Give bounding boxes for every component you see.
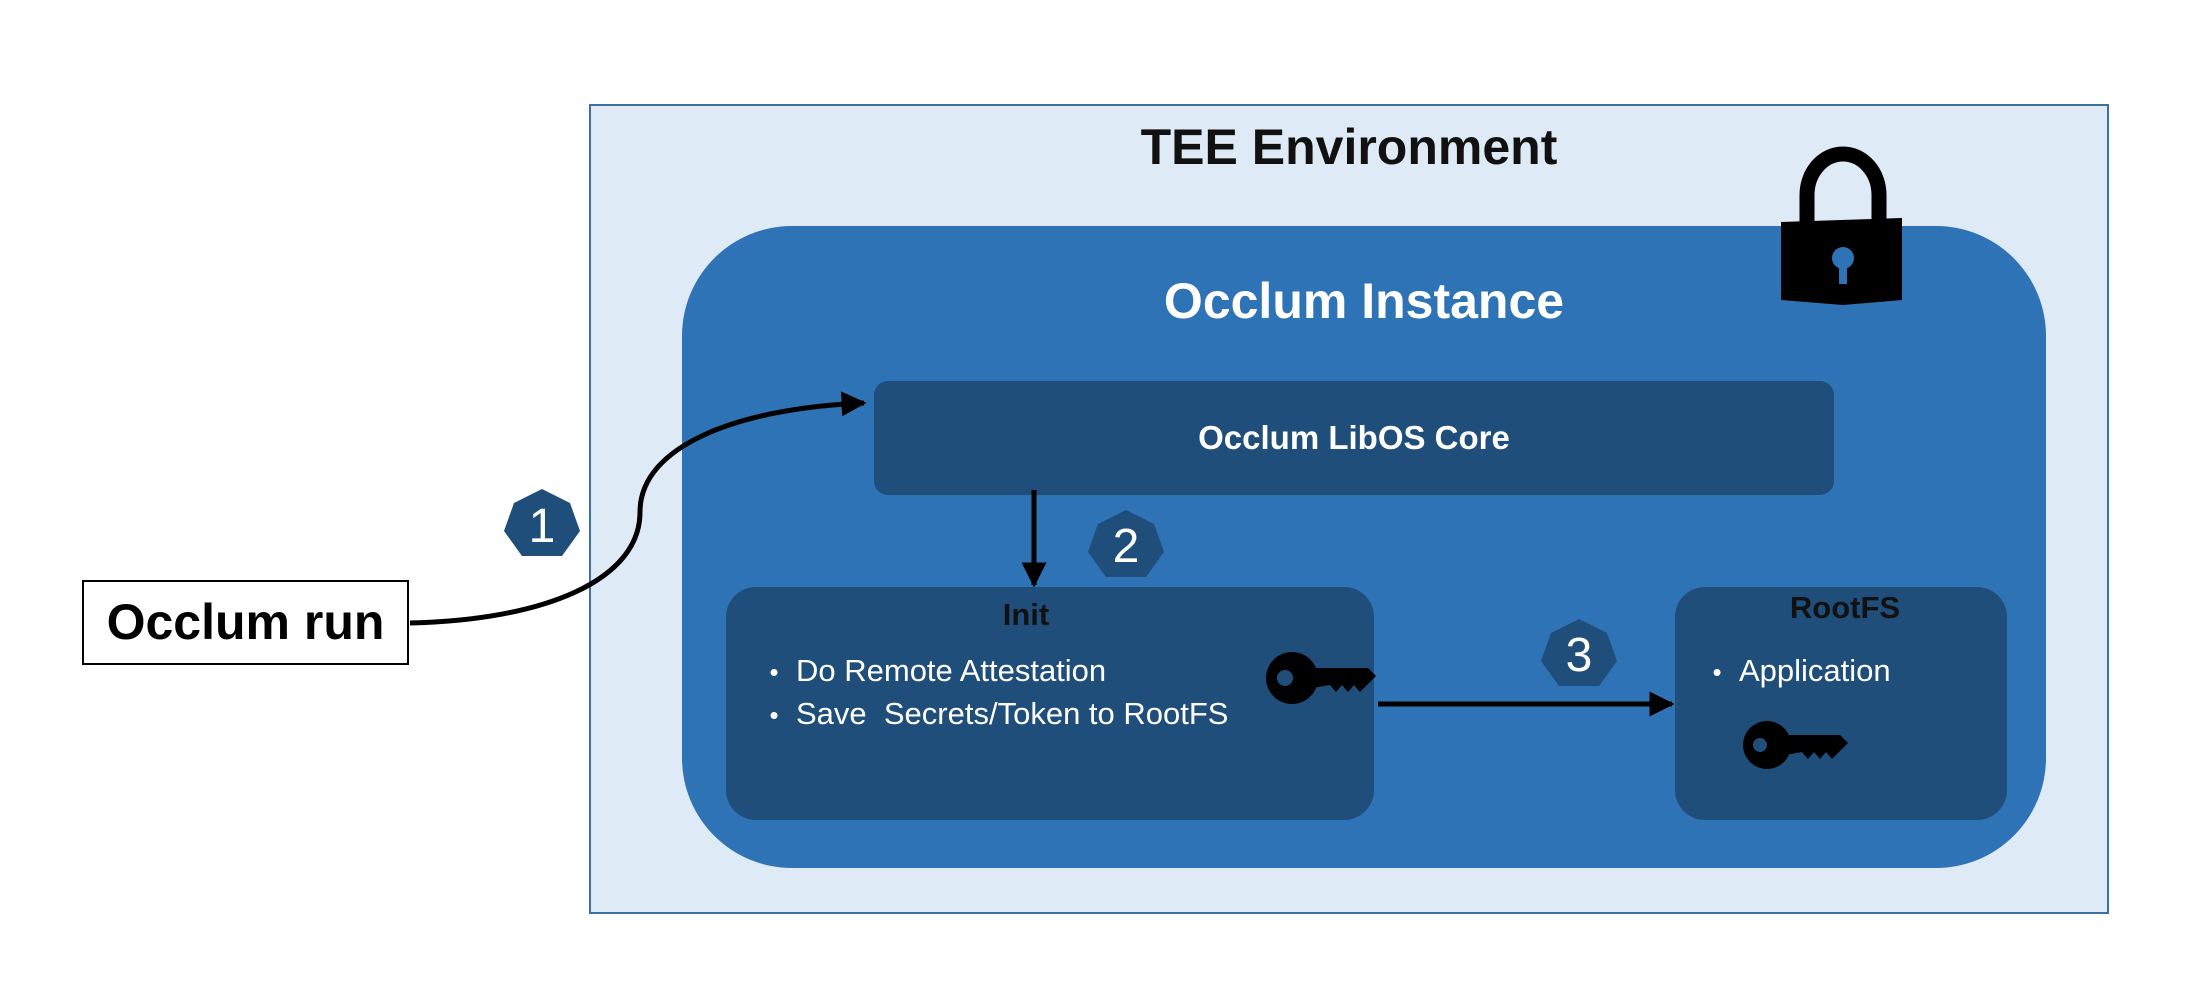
rootfs-list-item: Application (1695, 650, 1891, 693)
rootfs-box (1675, 587, 2007, 820)
step-badge-3: 3 (1541, 619, 1617, 686)
step-badge-2: 2 (1088, 510, 1164, 577)
libos-core-label: Occlum LibOS Core (1198, 419, 1510, 456)
init-list-item: Save Secrets/Token to RootFS (752, 693, 1229, 736)
occlum-run-box: Occlum run (82, 580, 409, 665)
occlum-instance-title: Occlum Instance (1163, 273, 1565, 329)
key-icon (1266, 652, 1376, 704)
step-label-3: 3 (1566, 629, 1593, 682)
arrow-run-to-core (409, 391, 867, 626)
step-label-1: 1 (529, 500, 556, 553)
rootfs-list: Application (1695, 650, 1891, 693)
padlock-icon (1781, 146, 1902, 305)
init-title: Init (1002, 597, 1050, 632)
tee-environment-title: TEE Environment (1140, 119, 1558, 175)
step-label-2: 2 (1113, 520, 1140, 573)
rootfs-title: RootFS (1789, 590, 1901, 625)
init-list: Do Remote Attestation Save Secrets/Token… (752, 650, 1229, 736)
init-list-item: Do Remote Attestation (752, 650, 1229, 693)
step-badge-1: 1 (504, 489, 580, 556)
libos-core-box (874, 381, 1834, 495)
key-icon (1743, 721, 1848, 769)
